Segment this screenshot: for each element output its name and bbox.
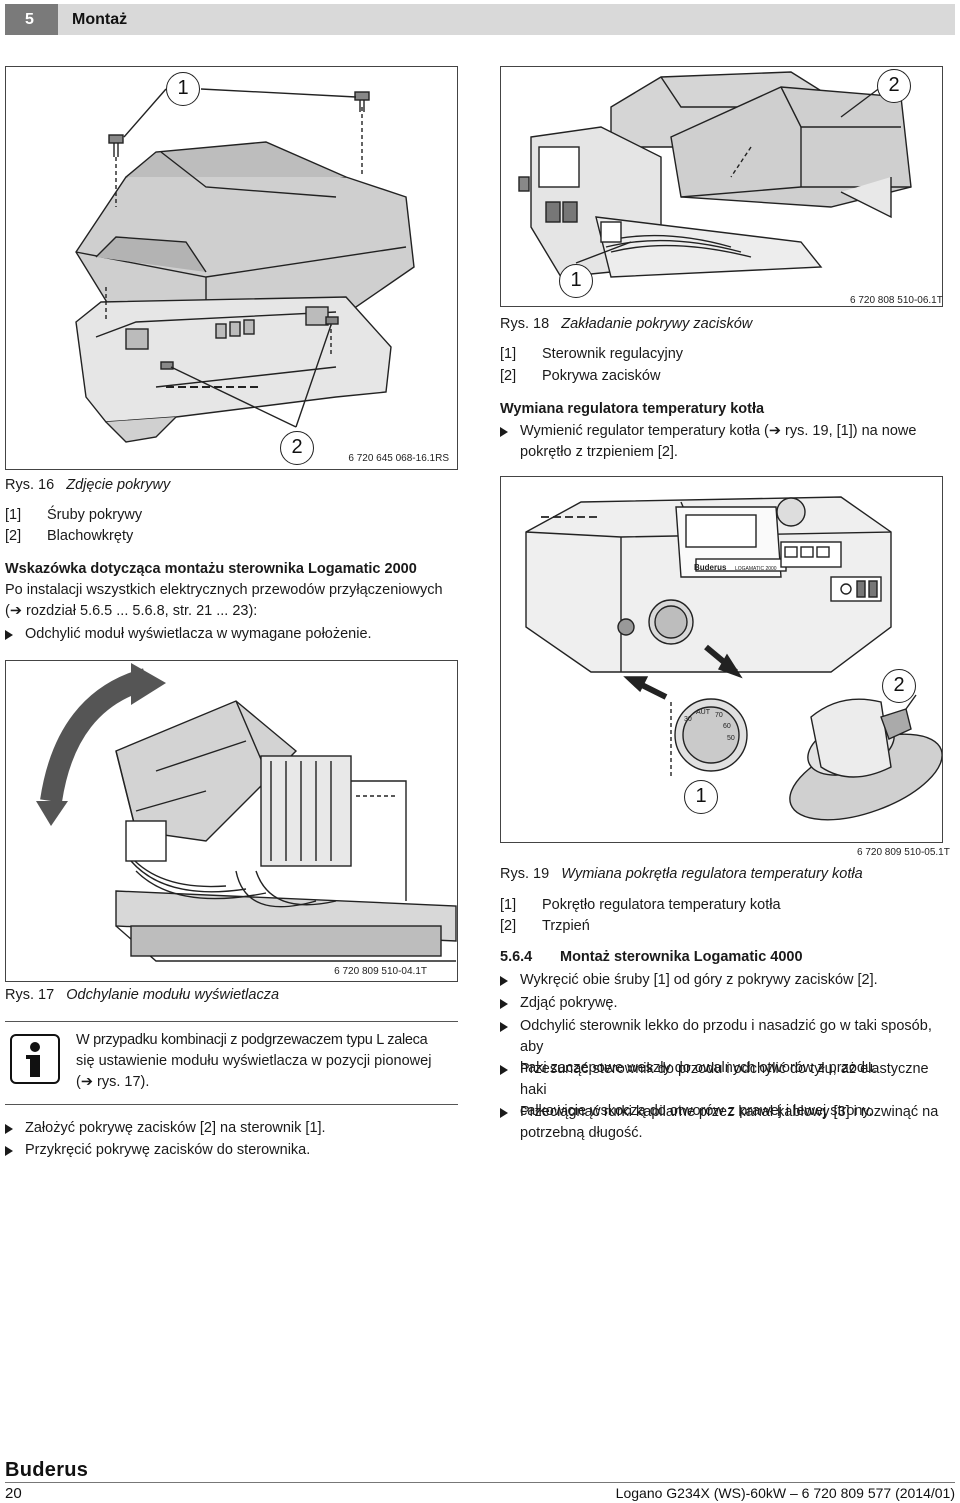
caption-number: Rys. 16 <box>5 477 55 493</box>
bullet-icon <box>500 976 508 986</box>
info-icon <box>10 1034 60 1084</box>
figure-19-caption: Rys. 19 Wymiana pokrętła regulatora temp… <box>500 864 863 885</box>
dial-mark: 70 <box>715 712 723 719</box>
caption-text: Zdjęcie pokrywy <box>66 477 171 493</box>
info-divider-bottom <box>5 1104 458 1105</box>
figure-19: Buderus LOGAMATIC 2000 AUT 30 70 60 50 2… <box>500 476 943 843</box>
section-564-bullet: Wykręcić obie śruby [1] od góry z pokryw… <box>500 970 955 991</box>
callout-2: 2 <box>877 69 911 103</box>
callout-2: 2 <box>882 669 916 703</box>
info-line-2: się ustawienie modułu wyświetlacza w poz… <box>76 1053 432 1069</box>
dial-mark: AUT <box>696 709 711 716</box>
section-564-heading: 5.6.4 Montaż sterownika Logamatic 4000 <box>500 947 803 968</box>
section-564-bullet: Przesunąć sterownik do przodu i odchylić… <box>500 1059 955 1122</box>
section-title: Montaż <box>72 11 128 28</box>
section-564-bullet: Przeciągnąć rurki kapilarne przez kanał … <box>500 1102 955 1144</box>
cover-removal-illustration <box>75 88 415 443</box>
legend-item: [2]Blachowkręty <box>5 528 134 544</box>
section-header: 5 Montaż <box>5 4 955 35</box>
figure-17-caption: Rys. 17 Odchylanie modułu wyświetlacza <box>5 985 279 1006</box>
footer-brand-logo: Buderus <box>5 1459 89 1481</box>
bullet-icon <box>500 427 508 437</box>
dial-mark: 50 <box>727 735 735 742</box>
document-reference: Logano G234X (WS)-60kW – 6 720 809 577 (… <box>615 1485 955 1501</box>
figure-code: 6 720 809 510-04.1T <box>334 966 427 977</box>
legend-item: [1]Sterownik regulacyjny <box>500 346 684 362</box>
figure-code: 6 720 645 068-16.1RS <box>348 453 449 464</box>
legend-item: [2]Pokrywa zacisków <box>500 368 661 384</box>
legend-item: [1]Pokrętło regulatora temperatury kotła <box>500 897 781 913</box>
replace-heading: Wymiana regulatora temperatury kotła <box>500 401 765 417</box>
info-divider-top <box>5 1021 458 1022</box>
callout-2: 2 <box>280 431 314 465</box>
bullet-icon <box>500 1065 508 1075</box>
footer-divider <box>5 1482 955 1483</box>
page-number: 20 <box>5 1485 22 1502</box>
figure-18-code: 6 720 808 510-06.1T <box>850 295 943 306</box>
info-line-3: (➔ rys. 17). <box>76 1074 150 1090</box>
legend-item: [1]Śruby pokrywy <box>5 507 143 523</box>
left-bullet: Założyć pokrywę zacisków [2] na sterowni… <box>5 1118 455 1139</box>
caption-number: Rys. 18 <box>500 316 550 332</box>
figure-16-caption: Rys. 16 Zdjęcie pokrywy <box>5 475 170 496</box>
display-tilt-illustration <box>36 663 457 962</box>
dial-mark: 60 <box>723 723 731 730</box>
bullet-icon <box>500 1108 508 1118</box>
caption-number: Rys. 19 <box>500 866 550 882</box>
dial-mark: 30 <box>684 716 692 723</box>
section-number: 5 <box>5 4 58 35</box>
callout-1: 1 <box>166 72 200 106</box>
left-bullet: Przykręcić pokrywę zacisków do sterownik… <box>5 1140 455 1161</box>
figure-17: 6 720 809 510-04.1T <box>5 660 458 982</box>
knob-replacement-illustration: Buderus LOGAMATIC 2000 AUT 30 70 60 50 <box>525 496 942 821</box>
caption-text: Odchylanie modułu wyświetlacza <box>66 987 280 1003</box>
hint-heading: Wskazówka dotycząca montażu sterownika L… <box>5 561 417 577</box>
caption-text: Wymiana pokrętła regulatora temperatury … <box>561 866 863 882</box>
section-564-bullet: Zdjąć pokrywę. <box>500 993 955 1014</box>
bullet-icon <box>5 1124 13 1134</box>
callout-1: 1 <box>559 264 593 298</box>
hint-line-2: (➔ rozdział 5.6.5 ... 5.6.8, str. 21 ...… <box>5 603 258 619</box>
figure-16: 1 2 6 720 645 068-16.1RS <box>5 66 458 470</box>
bullet-icon <box>500 999 508 1009</box>
figure-18: 2 1 <box>500 66 943 307</box>
caption-text: Zakładanie pokrywy zacisków <box>561 316 753 332</box>
terminal-cover-illustration <box>518 71 912 278</box>
caption-number: Rys. 17 <box>5 987 55 1003</box>
bullet-icon <box>5 630 13 640</box>
figure-19-code: 6 720 809 510-05.1T <box>857 847 950 858</box>
section-564-title: Montaż sterownika Logamatic 4000 <box>560 949 803 965</box>
legend-item: [2]Trzpień <box>500 918 590 934</box>
section-564-bullet: Odchylić sterownik lekko do przodu i nas… <box>500 1016 955 1079</box>
brand-label: Buderus <box>694 563 727 572</box>
model-label: LOGAMATIC 2000 <box>735 566 777 572</box>
figure-18-caption: Rys. 18 Zakładanie pokrywy zacisków <box>500 314 752 335</box>
section-564-number: 5.6.4 <box>500 949 533 965</box>
bullet-icon <box>500 1022 508 1032</box>
replace-bullet: Wymienić regulator temperatury kotła (➔ … <box>500 421 955 463</box>
callout-1: 1 <box>684 780 718 814</box>
bullet-icon <box>5 1146 13 1156</box>
info-line-1: W przypadku kombinacji z podgrzewaczem t… <box>76 1032 428 1048</box>
hint-bullet: Odchylić moduł wyświetlacza w wymagane p… <box>5 624 455 645</box>
hint-line-1: Po instalacji wszystkich elektrycznych p… <box>5 582 443 598</box>
